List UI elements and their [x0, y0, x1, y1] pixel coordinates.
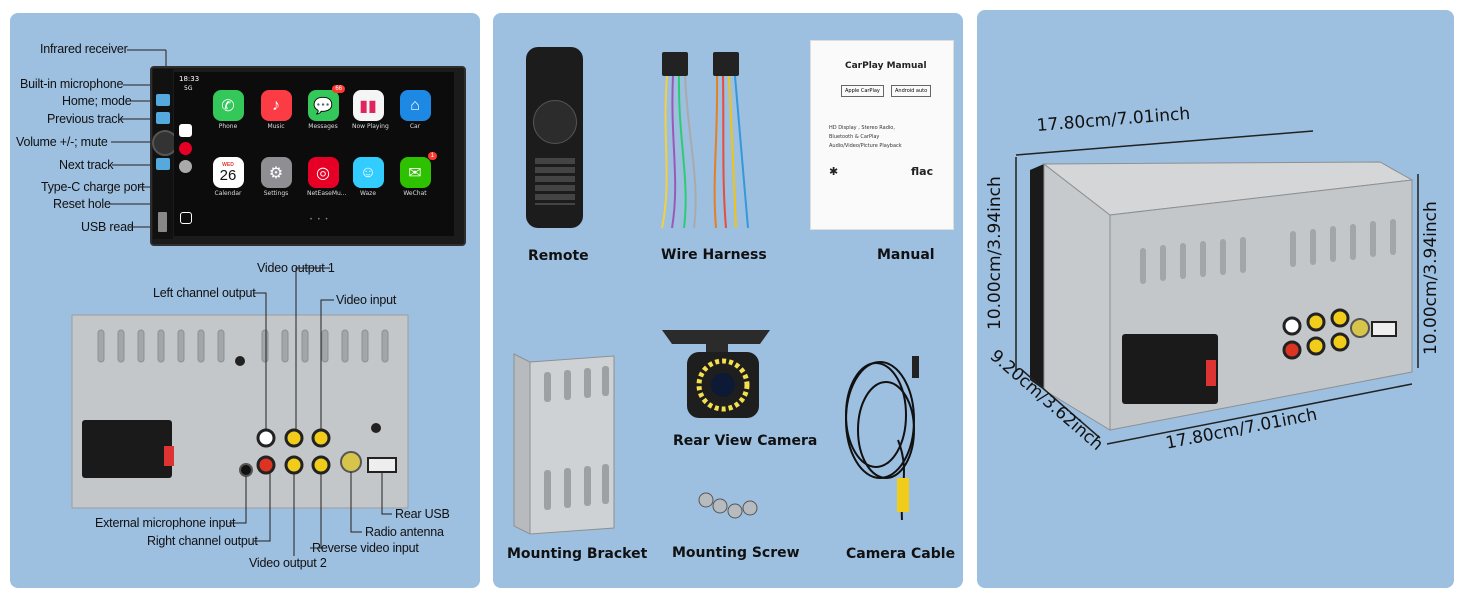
manual-line-1: HD Display , Stereo Radio, [829, 125, 895, 131]
caption-manual: Manual [877, 247, 935, 263]
manual-title: CarPlay Mamual [845, 61, 927, 71]
calendar-day: 26 [219, 167, 237, 184]
sidebar-settings-icon[interactable] [179, 160, 192, 173]
carplay-screen: 18:33 5G ✆ Phone ♪ Music 💬 Messages 66 ▮… [174, 72, 454, 236]
netease-icon: ◎ [307, 157, 339, 188]
wechat-icon: ✉ [399, 157, 431, 188]
caption-wire-harness: Wire Harness [661, 247, 767, 263]
caption-rear-view-camera: Rear View Camera [673, 433, 818, 449]
app-now-playing[interactable]: ▮▮ Now Playing [352, 90, 389, 130]
app-label: Phone [218, 123, 238, 130]
label-reset-hole: Reset hole [53, 197, 111, 211]
settings-icon: ⚙ [260, 157, 292, 188]
app-settings[interactable]: ⚙ Settings [260, 157, 292, 197]
label-volume-mute: Volume +/-; mute [16, 135, 108, 149]
app-label: Settings [263, 190, 289, 197]
label-video-output-2: Video output 2 [249, 556, 327, 570]
app-wechat[interactable]: ✉ WeChat 1 [399, 152, 437, 197]
previous-track-button[interactable] [156, 112, 170, 124]
bluetooth-icon: ✱ [829, 166, 839, 178]
android-auto-badge: Android auto [891, 85, 932, 97]
label-previous-track: Previous track [47, 112, 124, 126]
app-label: Calendar [214, 190, 242, 197]
app-car[interactable]: ⌂ Car [399, 90, 431, 130]
now-playing-icon: ▮▮ [352, 90, 384, 121]
music-icon: ♪ [260, 90, 292, 121]
dim-left-height: 10.00cm/3.94inch [985, 176, 1005, 330]
label-left-channel-output: Left channel output [153, 286, 256, 300]
app-netease[interactable]: ◎ NetEaseMu... [307, 157, 347, 197]
manual-document: CarPlay Mamual Apple CarPlay Android aut… [810, 40, 954, 230]
wechat-badge: 1 [427, 152, 437, 160]
label-reverse-video-input: Reverse video input [312, 541, 419, 555]
caption-camera-cable: Camera Cable [846, 546, 956, 562]
next-track-button[interactable] [156, 158, 170, 170]
app-label: Waze [359, 190, 377, 197]
usb-port[interactable] [158, 212, 167, 232]
label-radio-antenna: Radio antenna [365, 525, 444, 539]
calendar-icon: WED 26 [212, 157, 244, 188]
app-music[interactable]: ♪ Music [260, 90, 292, 130]
sidebar-home-icon[interactable] [180, 212, 192, 224]
sidebar-netease-icon[interactable] [179, 142, 192, 155]
app-waze[interactable]: ☺ Waze [352, 157, 384, 197]
app-label: Car [409, 123, 421, 130]
app-label: Music [267, 123, 285, 130]
calendar-month: WED [222, 162, 234, 168]
label-video-input: Video input [336, 293, 397, 307]
caption-mounting-screw: Mounting Screw [672, 545, 800, 561]
status-time: 18:33 [179, 75, 200, 83]
page-dots: • • • [310, 217, 330, 223]
label-right-channel-output: Right channel output [147, 534, 258, 548]
label-home-mode: Home; mode [62, 94, 132, 108]
caption-remote: Remote [528, 248, 589, 264]
messages-icon: 💬 [307, 90, 339, 121]
app-phone[interactable]: ✆ Phone [212, 90, 244, 130]
label-next-track: Next track [59, 158, 114, 172]
sidebar-maps-icon[interactable] [179, 124, 192, 137]
remote-keypad [535, 155, 575, 205]
manual-line-3: Audio/Video/Picture Playback [829, 143, 902, 149]
app-calendar[interactable]: WED 26 Calendar [212, 157, 244, 197]
manual-line-2: Bluetooth & CarPlay [829, 134, 880, 140]
phone-icon: ✆ [212, 90, 244, 121]
waze-icon: ☺ [352, 157, 384, 188]
label-built-in-microphone: Built-in microphone [20, 77, 124, 91]
caption-mounting-bracket: Mounting Bracket [507, 546, 648, 562]
label-usb-read: USB read [81, 220, 134, 234]
app-label: Messages [308, 123, 338, 130]
dim-right-height: 10.00cm/3.94inch [1421, 201, 1441, 355]
status-signal: 5G [184, 85, 193, 92]
label-rear-usb: Rear USB [395, 507, 450, 521]
label-type-c: Type-C charge port [41, 180, 145, 194]
messages-badge: 66 [332, 85, 345, 93]
label-infrared-receiver: Infrared receiver [40, 42, 128, 56]
home-icon: ⌂ [399, 90, 431, 121]
app-label: NetEaseMu... [307, 190, 347, 197]
home-button-icon[interactable] [156, 94, 170, 106]
label-external-mic: External microphone input [95, 516, 236, 530]
app-label: WeChat [403, 190, 427, 197]
flac-logo: flac [911, 165, 934, 178]
apple-carplay-badge: Apple CarPlay [841, 85, 884, 97]
app-label: Now Playing [352, 123, 389, 130]
remote-dpad [533, 100, 577, 144]
app-messages[interactable]: 💬 Messages 66 [307, 85, 345, 130]
